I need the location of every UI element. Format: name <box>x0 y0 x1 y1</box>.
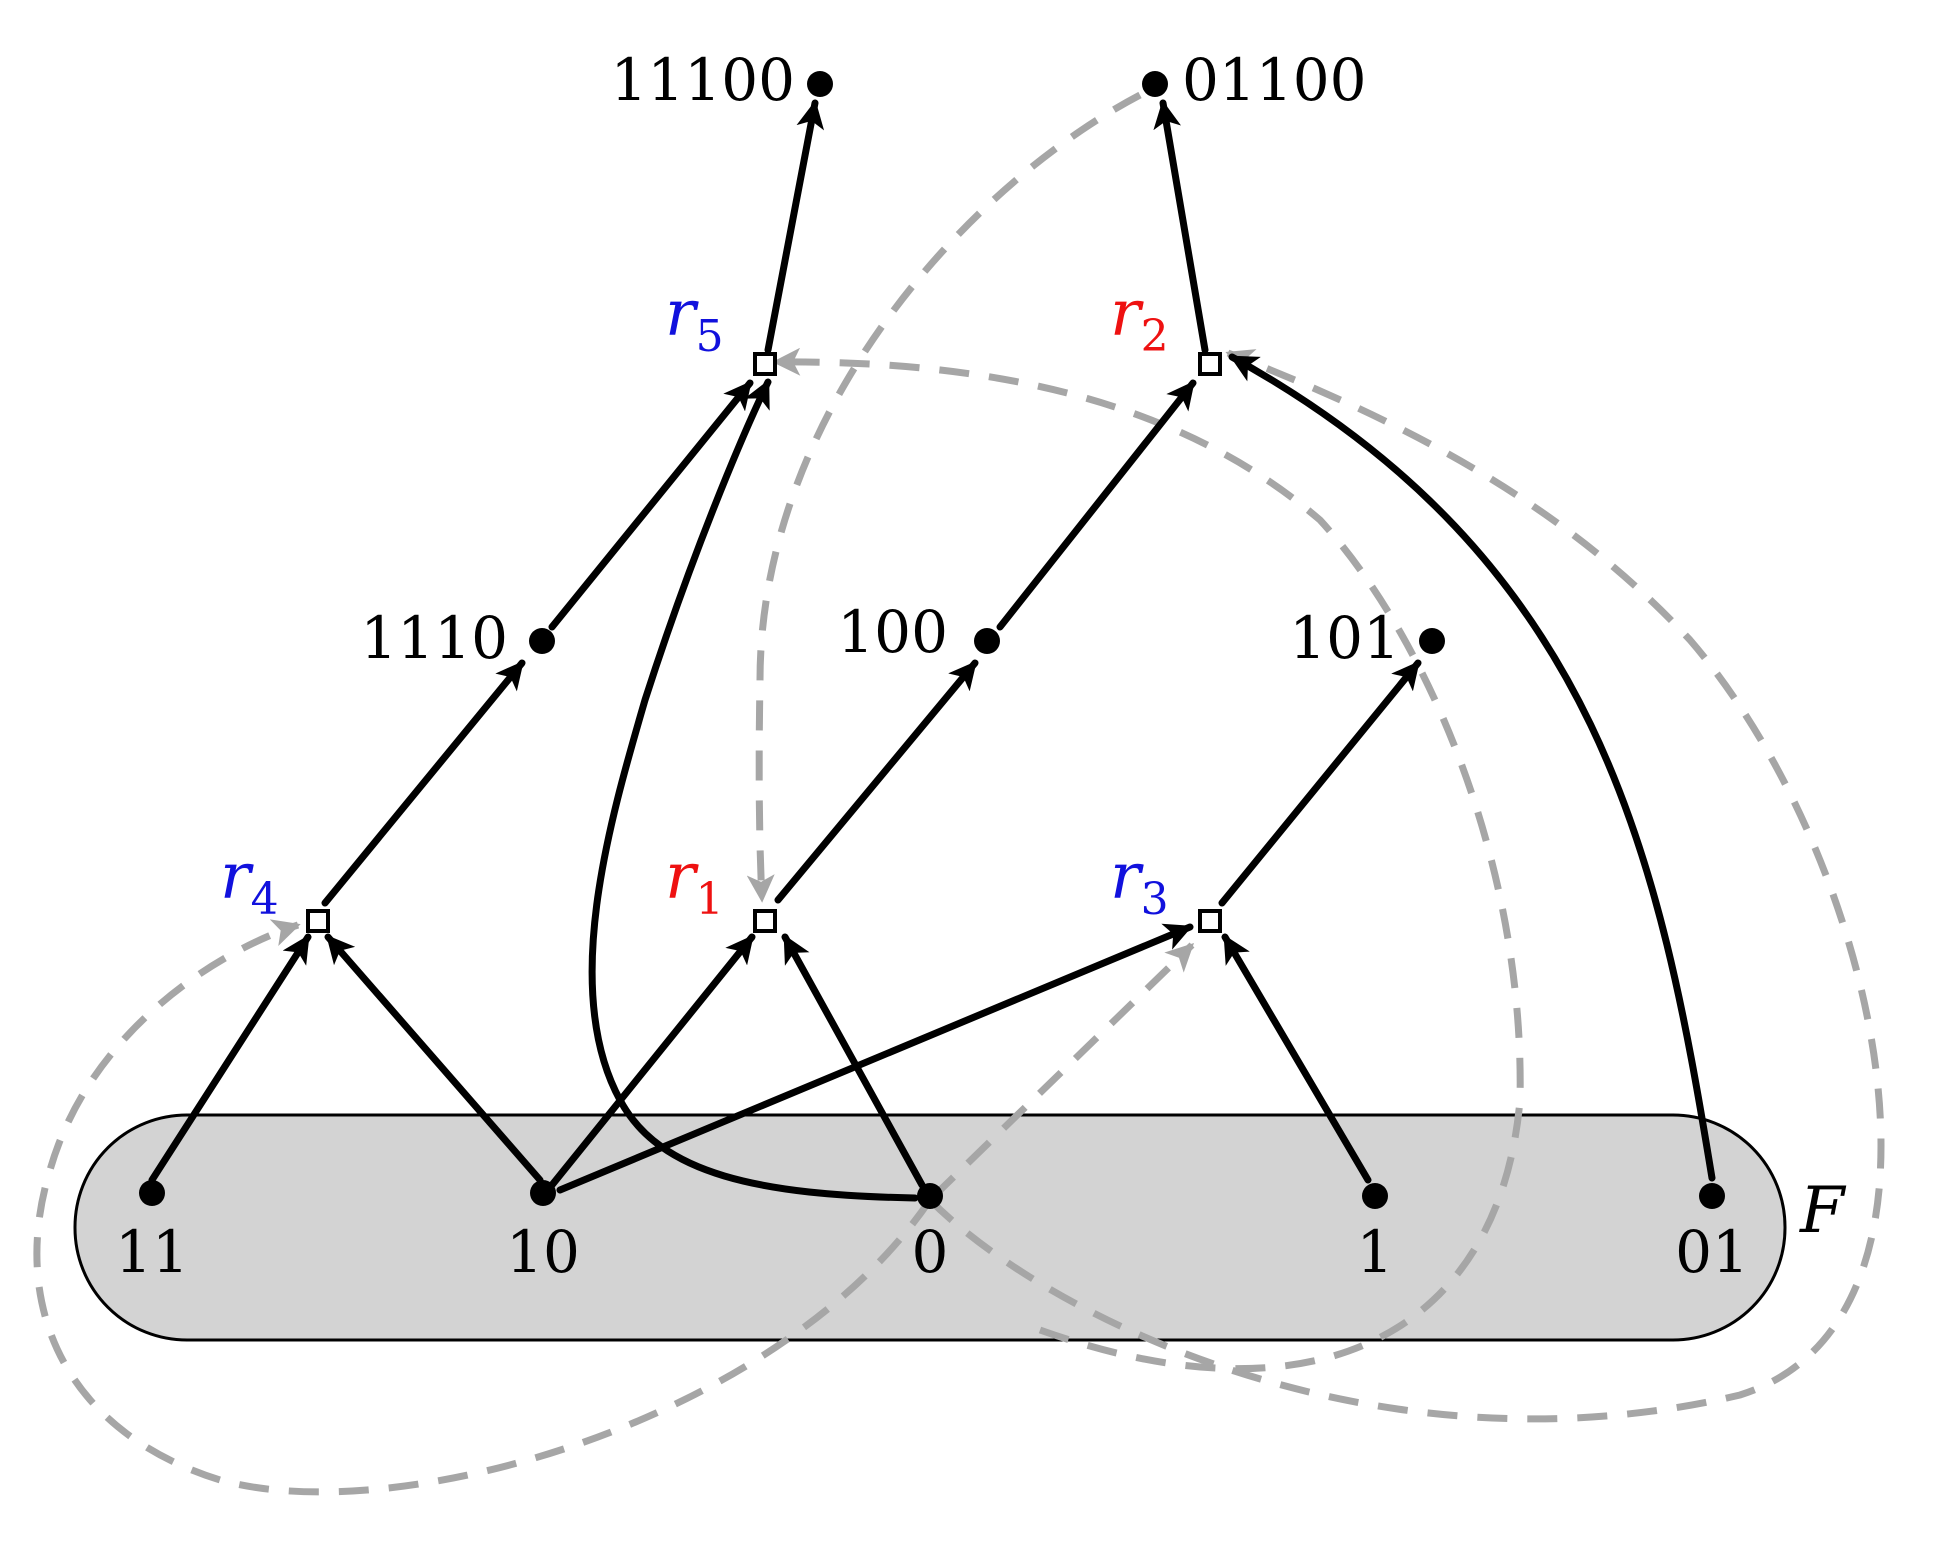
edge-r3-101 <box>1218 659 1422 907</box>
vertex-dot-1110 <box>529 628 555 654</box>
vertex-dots <box>139 71 1725 1209</box>
vertex-dot-101 <box>1419 628 1445 654</box>
vertex-label-10: 10 <box>506 1218 580 1286</box>
rule-node-r5 <box>753 352 777 376</box>
edge-10-r1 <box>548 933 756 1189</box>
edge-100-r2 <box>996 379 1197 631</box>
region-f-label: F <box>1799 1174 1847 1248</box>
dashed-edge-11-r3 <box>927 349 1885 1423</box>
vertex-label-100: 100 <box>837 598 948 666</box>
dashed-edge-0-r4 <box>33 919 933 1496</box>
vertex-label-1: 1 <box>1357 1218 1394 1286</box>
rule-label-r2: r2 <box>1110 277 1169 362</box>
vertex-label-11: 11 <box>115 1218 189 1286</box>
edge-r1-100 <box>774 659 979 904</box>
vertex-label-01100: 01100 <box>1182 46 1367 114</box>
vertex-label-11100: 11100 <box>610 46 795 114</box>
vertex-label-101: 101 <box>1289 604 1400 672</box>
vertex-label-0: 0 <box>912 1218 949 1286</box>
rule-node-r3 <box>1198 909 1222 933</box>
edge-01-r2 <box>1228 353 1716 1182</box>
rule-label-r3: r3 <box>1110 840 1169 925</box>
edge-r5-11100 <box>764 99 825 354</box>
dashed-edge-0-r3 <box>929 942 1195 1201</box>
rule-node-r2 <box>1198 352 1222 376</box>
vertex-label-1110: 1110 <box>360 604 508 672</box>
region-f <box>73 1113 1787 1342</box>
edge-1-r3 <box>1221 933 1372 1184</box>
rule-label-r1: r1 <box>665 840 724 925</box>
vertex-dot-1 <box>1362 1183 1388 1209</box>
rule-label-r4: r4 <box>220 840 279 925</box>
vertex-dot-0 <box>917 1183 943 1209</box>
edge-1110-r5 <box>548 379 754 631</box>
rule-label-r5: r5 <box>665 277 724 362</box>
dashed-edges <box>33 91 1885 1496</box>
rule-node-r4 <box>306 909 330 933</box>
dashed-edge-01100-r1 <box>746 91 1142 903</box>
vertex-label-01: 01 <box>1675 1218 1749 1286</box>
rule-nodes <box>306 352 1222 933</box>
rule-node-r1 <box>753 909 777 933</box>
edge-r2-01100 <box>1153 99 1209 354</box>
vertex-labels: 11 10 0 1 01 1110 100 101 11100 01100 <box>115 46 1749 1286</box>
edge-0-r5 <box>588 378 919 1202</box>
vertex-dot-01100 <box>1142 71 1168 97</box>
vertex-dot-100 <box>974 628 1000 654</box>
edge-10-r4 <box>324 933 544 1184</box>
vertex-dot-11 <box>139 1180 165 1206</box>
edge-11-r4 <box>148 933 312 1184</box>
solid-edges <box>148 99 1716 1202</box>
vertex-dot-01 <box>1699 1183 1725 1209</box>
edge-0-r1 <box>781 933 926 1189</box>
edge-r4-1110 <box>321 659 526 907</box>
dashed-edge-01-r5 <box>772 347 1524 1373</box>
vertex-dot-10 <box>530 1180 556 1206</box>
vertex-dot-11100 <box>807 71 833 97</box>
